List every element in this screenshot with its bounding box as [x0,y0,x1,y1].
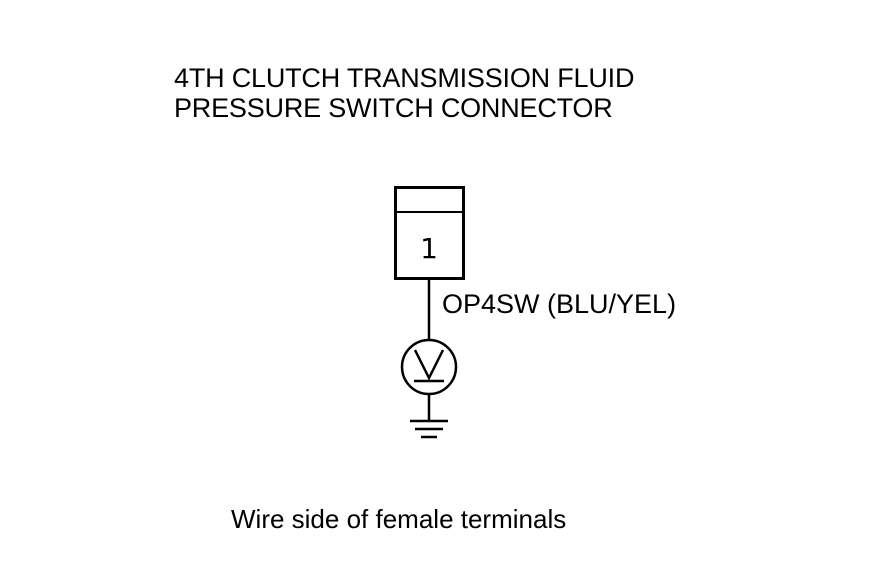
wire-label: OP4SW (BLU/YEL) [442,289,677,319]
title-line-2: PRESSURE SWITCH CONNECTOR [174,93,613,123]
diagram-title: 4TH CLUTCH TRANSMISSION FLUID PRESSURE S… [174,63,634,123]
terminal-number: 1 [420,232,438,265]
ground-icon [410,419,448,439]
pressure-switch-icon [400,338,458,396]
title-line-1: 4TH CLUTCH TRANSMISSION FLUID [174,63,635,93]
view-caption: Wire side of female terminals [231,504,567,534]
connector-housing [394,186,465,280]
